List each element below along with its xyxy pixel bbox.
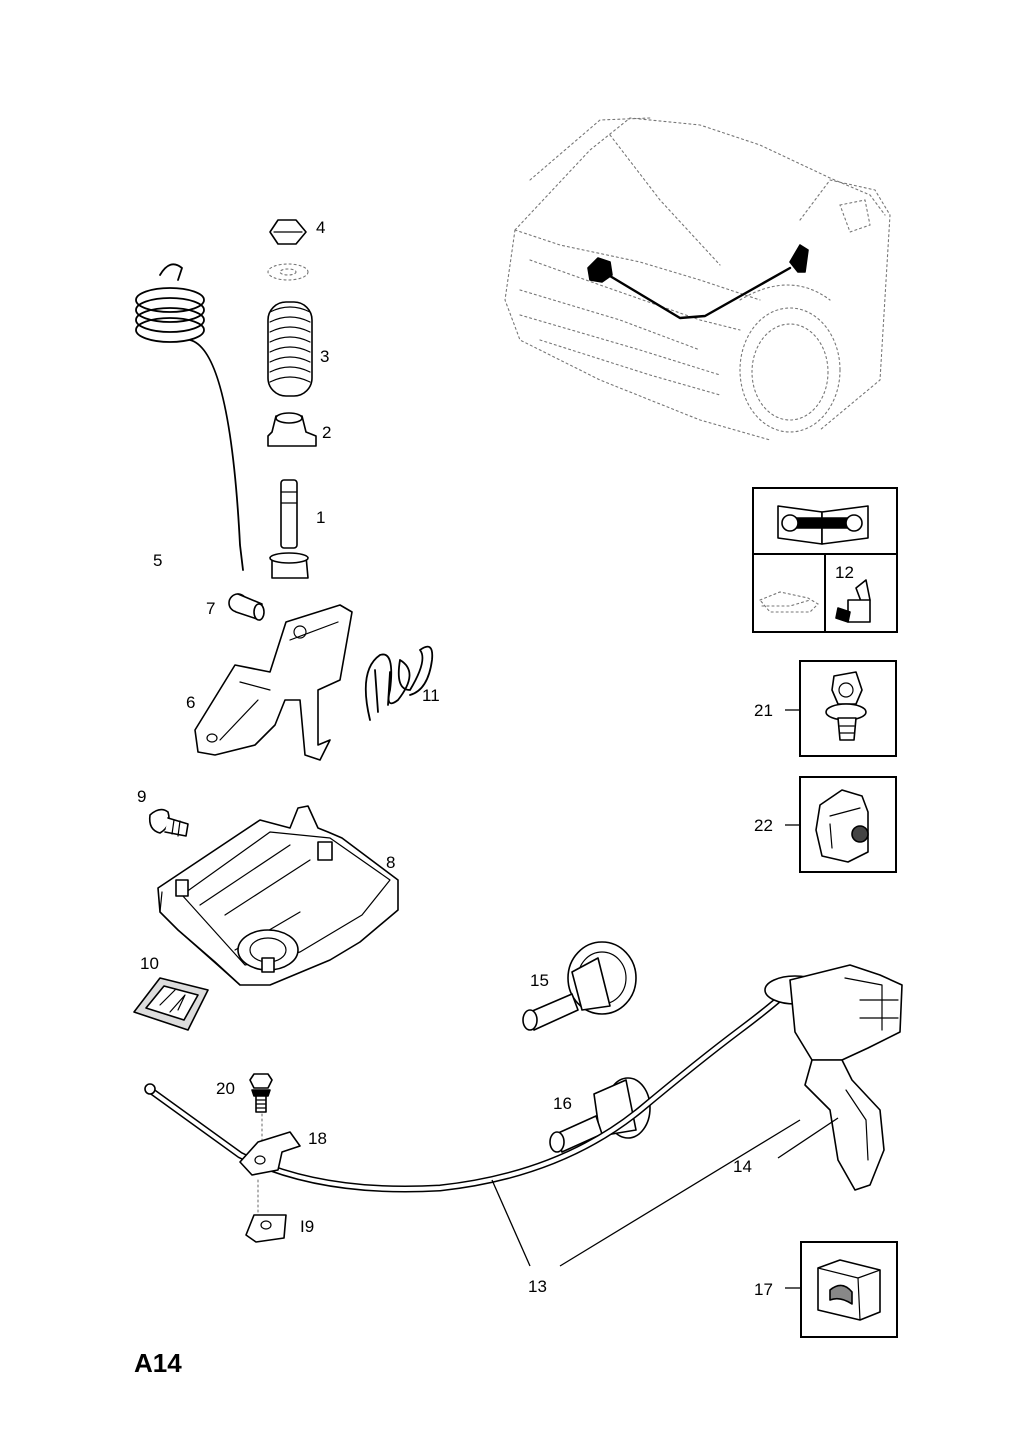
- callout-11: 11: [422, 686, 440, 705]
- callout-17: 17: [754, 1280, 773, 1299]
- callout-18: 18: [308, 1129, 327, 1148]
- clip-box-21: [799, 660, 897, 757]
- washer-nozzle-icon: [835, 579, 871, 623]
- lock-cover-tray: [157, 805, 399, 986]
- callout-3: 3: [320, 347, 329, 366]
- hook-bracket: [194, 604, 353, 761]
- callout-6: 6: [186, 693, 195, 712]
- callout-21: 21: [754, 701, 773, 720]
- cable-clamp: [239, 1131, 301, 1176]
- callout-12: 12: [835, 563, 854, 582]
- callout-5: 5: [153, 551, 162, 570]
- nut: [269, 219, 307, 245]
- callout-16: 16: [553, 1094, 572, 1113]
- callout-20: 20: [216, 1079, 235, 1098]
- speed-nut: [245, 1214, 287, 1243]
- callout-15: 15: [530, 971, 549, 990]
- block-box-17: [800, 1241, 898, 1338]
- spring: [267, 301, 313, 397]
- vehicle-outline-icon: [759, 591, 819, 613]
- callout-14: 14: [733, 1157, 752, 1176]
- vehicle-overview: [504, 117, 891, 441]
- washer: [267, 263, 309, 281]
- callout-8: 8: [386, 853, 395, 872]
- callout-10: 10: [140, 954, 159, 973]
- callout-2: 2: [322, 423, 331, 442]
- bolt: [269, 479, 309, 579]
- reference-icon-box: [752, 487, 898, 633]
- pivot-pin: [228, 593, 265, 621]
- retaining-clip: [133, 977, 209, 1031]
- callout-9: 9: [137, 787, 146, 806]
- manual-book-wrench-icon: [777, 505, 869, 545]
- page-label: A14: [134, 1348, 182, 1378]
- return-spring: [364, 645, 434, 721]
- cable-grommet-large: [522, 941, 637, 1031]
- callout-22: 22: [754, 816, 773, 835]
- bushing: [267, 412, 317, 447]
- leader-lines: [491, 709, 839, 1289]
- callout-7: 7: [206, 599, 215, 618]
- callout-1: 1: [316, 508, 325, 527]
- callout-13: 13: [528, 1277, 547, 1296]
- release-handle: [764, 964, 903, 1191]
- release-cable: [144, 976, 804, 1193]
- torsion-spring: [135, 263, 244, 571]
- clip-box-22: [799, 776, 897, 873]
- plastic-screw: [148, 808, 189, 837]
- callout-4: 4: [316, 218, 325, 237]
- callout-19: I9: [300, 1217, 314, 1236]
